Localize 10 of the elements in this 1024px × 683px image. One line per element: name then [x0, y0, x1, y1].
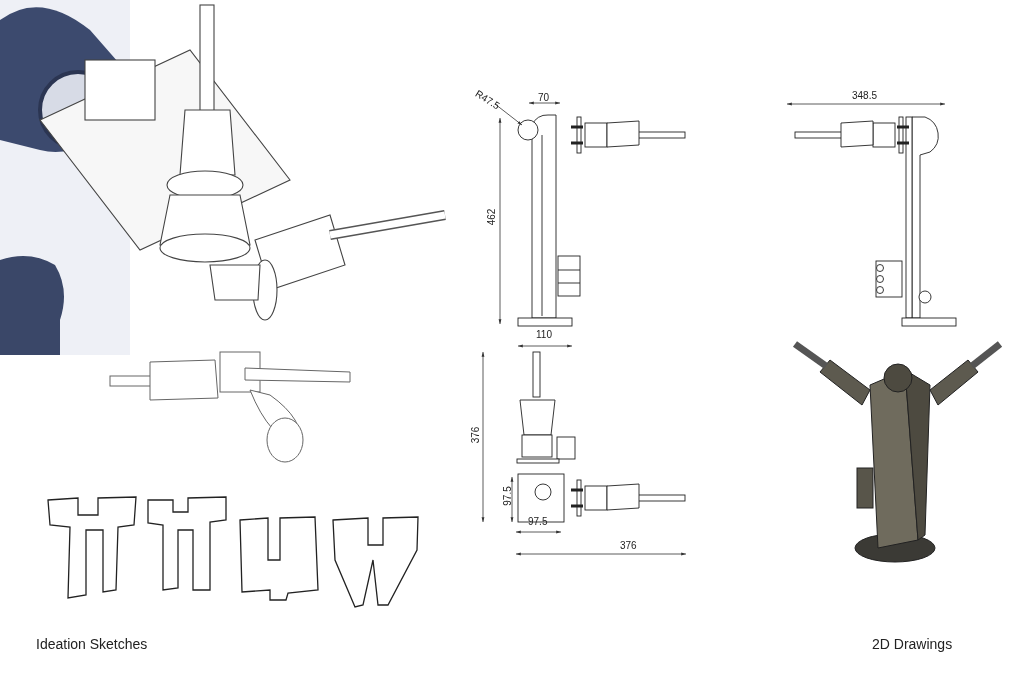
dimension-value: 376 [471, 426, 482, 444]
section-caption: 2D Drawings [872, 635, 953, 654]
dimension-value: 462 [487, 208, 498, 226]
section-caption: Ideation Sketches [36, 635, 148, 654]
dimension-value: 110 [536, 330, 552, 340]
dimension-value: 348.5 [852, 91, 878, 101]
dimension-value: 70 [538, 93, 550, 103]
dimension-value: 97.5 [528, 517, 548, 527]
dimension-value: 97.5 [502, 486, 513, 506]
dimension-value: 376 [620, 541, 637, 551]
